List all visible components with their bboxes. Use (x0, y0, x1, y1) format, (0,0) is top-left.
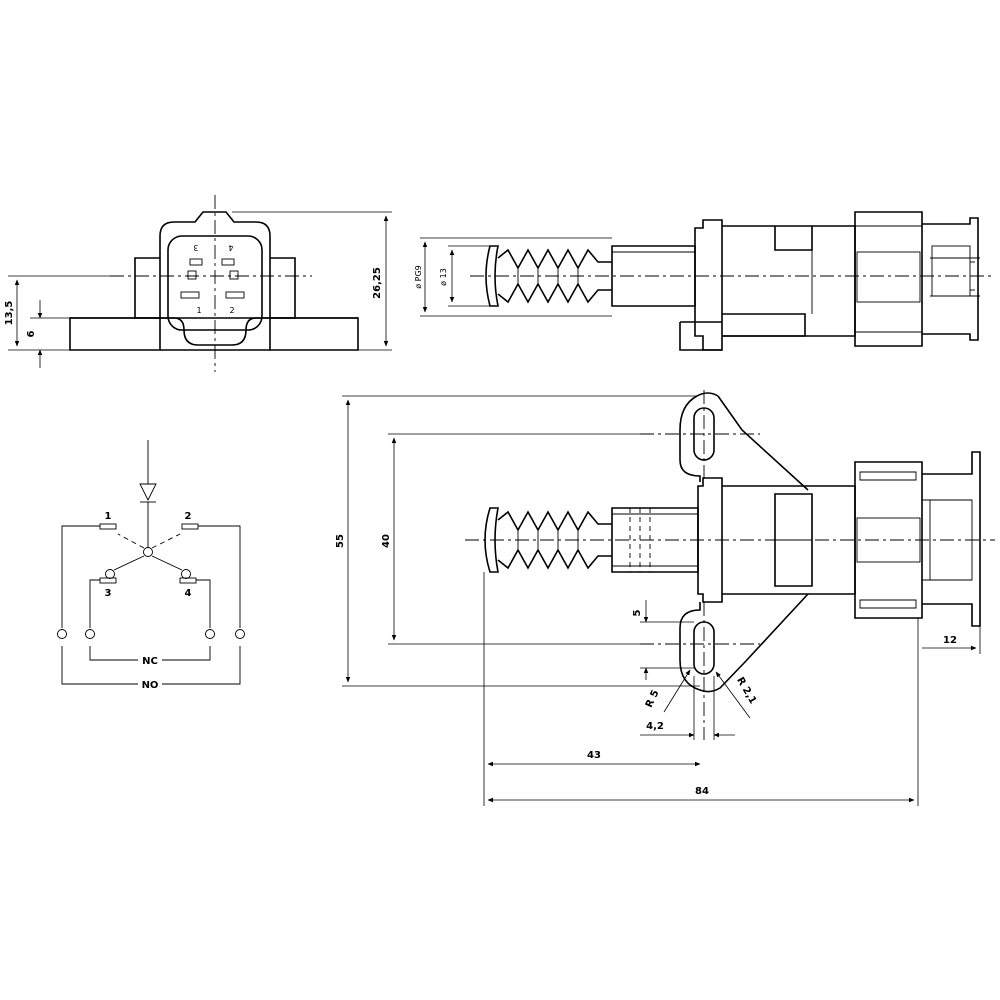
dim-overall-height: 55 (335, 534, 346, 548)
dim-height-small: 6 (26, 330, 37, 337)
terminal-3-label: 3 (105, 588, 112, 599)
pin-label-1: 1 (196, 306, 201, 315)
dim-radius-small: R 5 (644, 688, 662, 709)
label-nc: NC (142, 656, 158, 667)
dim-slot: 5 (632, 609, 643, 616)
dim-pin-length: 12 (943, 635, 957, 646)
front-view: 3 4 1 2 13,5 6 26,25 (4, 195, 392, 372)
dim-diameter: ø 13 (439, 268, 448, 286)
pin-label-3: 3 (193, 243, 198, 252)
dim-overall-length: 84 (695, 786, 709, 797)
dim-thread: ø PG9 (414, 265, 423, 289)
terminal-4-label: 4 (185, 588, 192, 599)
terminal-2-label: 2 (185, 511, 192, 522)
dim-to-hole: 43 (587, 750, 601, 761)
dim-hole-spacing: 40 (381, 534, 392, 548)
pin-label-4: 4 (228, 243, 233, 252)
dim-slot-width: 4,2 (646, 721, 664, 732)
label-no: NO (142, 680, 159, 691)
switch-schematic: 1 2 3 4 NC NO (57, 440, 245, 691)
side-view: ø PG9 ø 13 (414, 211, 995, 351)
dim-height-mid: 13,5 (4, 301, 15, 326)
terminal-1-label: 1 (105, 511, 112, 522)
top-view: 55 40 5 R 5 R 2,1 4,2 43 84 12 (335, 390, 995, 806)
dim-height-total: 26,25 (372, 267, 383, 299)
pin-label-2: 2 (229, 306, 234, 315)
